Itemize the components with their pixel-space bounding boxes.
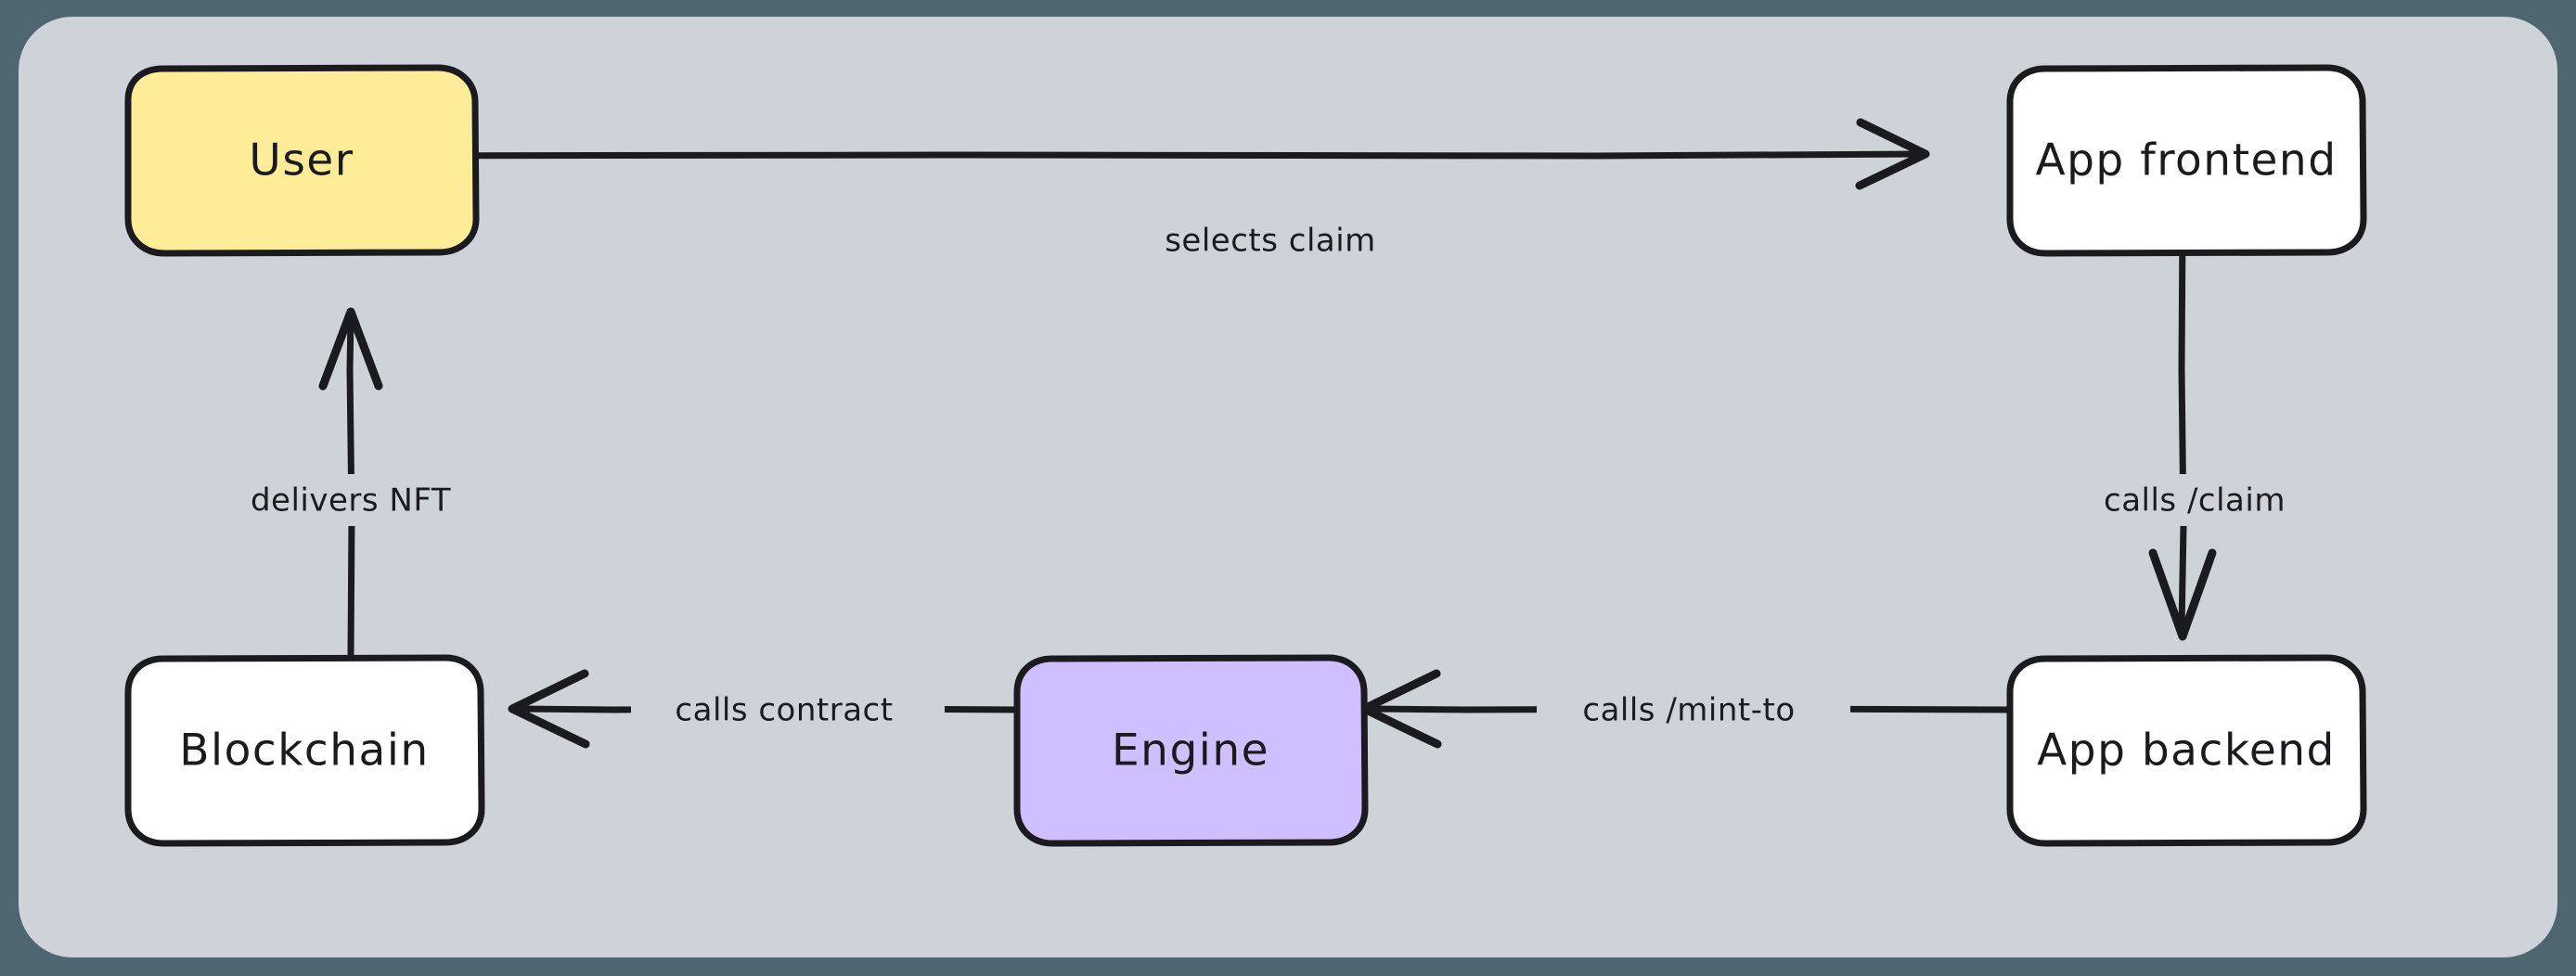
node-app-backend[interactable]: App backend [2006, 654, 2367, 847]
arrowhead-left-blockchain [508, 669, 590, 749]
edge-label-bg [200, 474, 507, 526]
edge-label-bg [2056, 474, 2335, 526]
edge-line-blockchain-to-user [346, 315, 355, 659]
edge-label-bg [1112, 214, 1429, 266]
node-label-user: User [249, 135, 354, 186]
node-shape-engine [1013, 654, 1369, 847]
node-shape-user [124, 64, 480, 257]
edge-label-calls-claim: calls /claim [2104, 482, 2286, 520]
edge-label-calls-contract: calls contract [675, 692, 893, 729]
edge-label-group-frontend-to-backend: calls /claim [2056, 474, 2335, 526]
node-user[interactable]: User [124, 64, 480, 257]
node-label-blockchain: Blockchain [179, 726, 429, 777]
edge-label-calls-mint-to: calls /mint-to [1582, 692, 1795, 729]
edge-label-group-blockchain-to-user: delivers NFT [200, 474, 507, 526]
node-label-engine: Engine [1112, 726, 1269, 777]
edge-user-to-frontend [288, 118, 1930, 190]
node-blockchain[interactable]: Blockchain [124, 654, 485, 847]
edge-label-group-engine-to-blockchain: calls contract [631, 684, 945, 736]
arrowhead-right-frontend [1855, 118, 1930, 190]
node-engine[interactable]: Engine [1013, 654, 1369, 847]
edge-label-bg [631, 684, 945, 736]
node-app-frontend[interactable]: App frontend [2006, 64, 2367, 257]
edge-blockchain-to-user [318, 307, 383, 659]
edge-line-frontend-to-backend [2178, 223, 2187, 633]
flowchart: selects claim calls /claim calls /mint-t… [124, 64, 2367, 847]
node-label-app-frontend: App frontend [2035, 135, 2337, 186]
edge-label-delivers-nft: delivers NFT [251, 482, 451, 520]
edge-label-bg [1537, 684, 1850, 736]
edge-label-group-user-to-frontend: selects claim [1112, 214, 1429, 266]
node-shape-blockchain [124, 654, 485, 847]
edge-line-user-to-frontend [288, 150, 1925, 160]
diagram-canvas: selects claim calls /claim calls /mint-t… [19, 17, 2557, 957]
edge-label-selects-claim: selects claim [1165, 223, 1376, 260]
node-shape-app-backend [2006, 654, 2367, 847]
arrowhead-up-user [318, 307, 383, 391]
node-label-app-backend: App backend [2037, 726, 2336, 777]
edge-label-group-backend-to-engine: calls /mint-to [1537, 684, 1850, 736]
arrowhead-down-backend [2148, 548, 2217, 641]
edge-frontend-to-backend [2148, 223, 2217, 641]
node-shape-app-frontend [2006, 64, 2367, 257]
